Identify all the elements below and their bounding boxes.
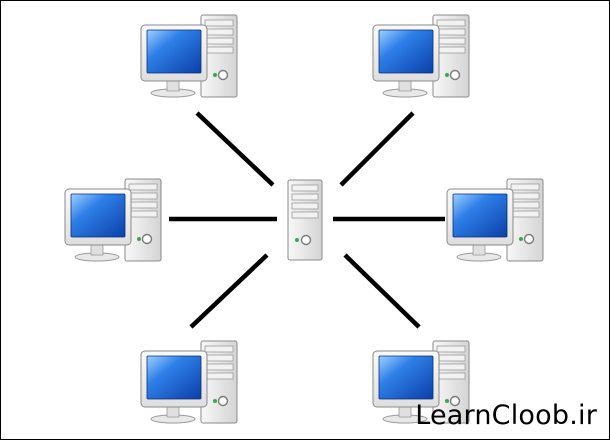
computer-icon-bottom-left [140,340,238,424]
cable-top-right [339,111,415,187]
cable-bottom-left [189,253,269,329]
cable-bottom-right [343,253,421,329]
computer-icon-top-right [372,14,470,98]
computer-icon-middle-right [446,178,544,262]
hub-computer-icon [287,179,323,261]
watermark-text: LearnCloob.ir [415,400,597,431]
cable-top-left [195,111,275,187]
computer-icon-middle-left [64,178,162,262]
cables [169,111,445,329]
computer-icon-top-left [140,14,238,98]
